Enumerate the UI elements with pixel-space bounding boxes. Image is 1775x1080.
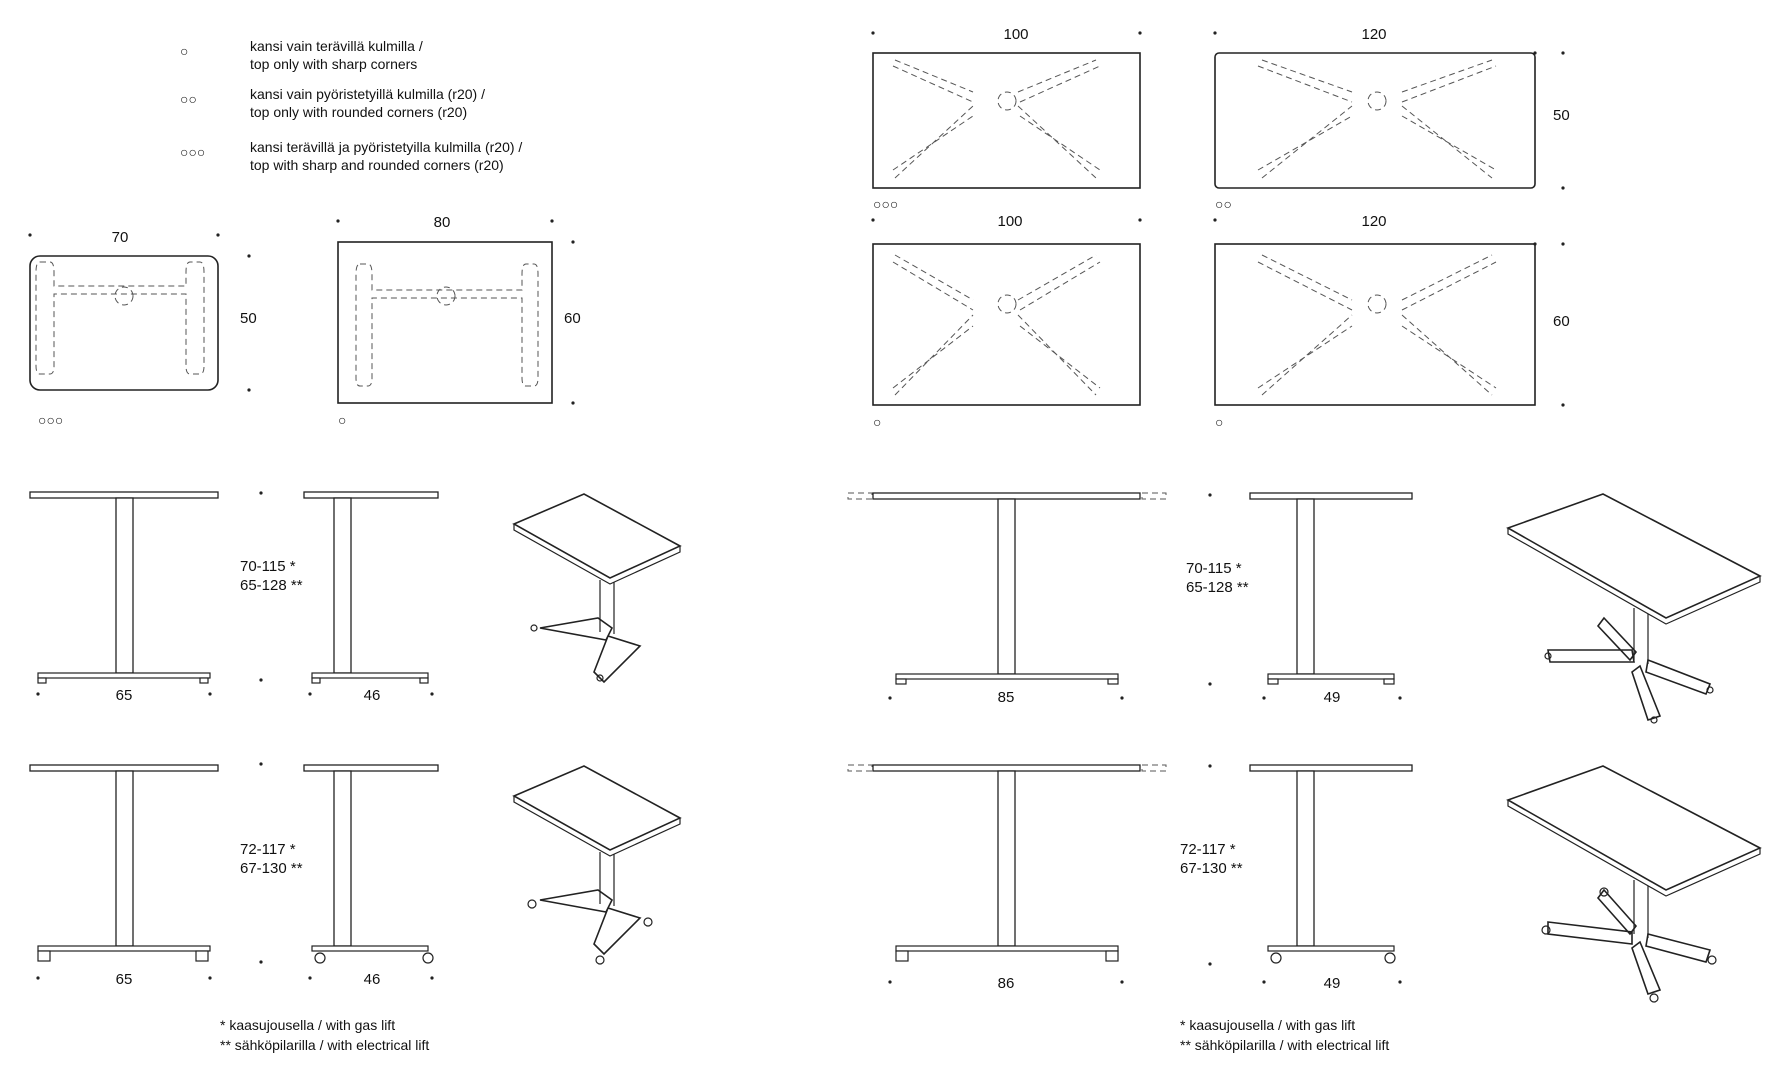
footnote-gas-right: * kaasujousella / with gas lift bbox=[1180, 1017, 1355, 1033]
legend-both-line2: top with sharp and rounded corners (r20) bbox=[250, 157, 504, 173]
legend-mark-both: ○○○ bbox=[180, 144, 205, 160]
footnote-gas-left: * kaasujousella / with gas lift bbox=[220, 1017, 395, 1033]
top-view-100x50: 100 ○○○ bbox=[871, 26, 1142, 212]
dim-front-86: 86 bbox=[998, 975, 1015, 992]
heights-gas-l-2: 65-128 ** bbox=[240, 577, 303, 594]
dim-width-120: 120 bbox=[1361, 26, 1386, 43]
tabletop-outline bbox=[337, 241, 553, 404]
tabletop-outline bbox=[1214, 52, 1536, 189]
footnote-electric-left: ** sähköpilarilla / with electrical lift bbox=[220, 1037, 429, 1053]
dim-width-80: 80 bbox=[434, 214, 451, 231]
isometric-table-small-castors bbox=[512, 765, 682, 965]
front-elevation-86-castors: 86 bbox=[847, 764, 1167, 992]
base-outline-dashed bbox=[1261, 254, 1493, 396]
legend-both-line1: kansi terävillä ja pyöristetyilla kulmil… bbox=[250, 139, 522, 155]
dim-front-85: 85 bbox=[998, 689, 1015, 706]
dim-side-46b: 46 bbox=[364, 971, 381, 988]
heights-gas-r-2: 65-128 ** bbox=[1186, 579, 1249, 596]
top-view-70x50: 70 50 ○○○ bbox=[28, 229, 257, 428]
top-view-120x50: 120 50 ○○ bbox=[1213, 26, 1570, 212]
dim-front-65b: 65 bbox=[116, 971, 133, 988]
dim-depth-60-right: 60 bbox=[1553, 313, 1570, 330]
base-outline-dashed bbox=[355, 263, 539, 387]
dim-width-120b: 120 bbox=[1361, 213, 1386, 230]
heights-gas-r-1: 70-115 * bbox=[1186, 560, 1242, 577]
dim-side-49: 49 bbox=[1324, 689, 1341, 706]
dim-width-100: 100 bbox=[1003, 26, 1028, 43]
heights-castor-l-2: 67-130 ** bbox=[240, 860, 303, 877]
heights-castor-r-1: 72-117 * bbox=[1180, 841, 1236, 858]
legend-rounded-line1: kansi vain pyöristetyillä kulmilla (r20)… bbox=[250, 86, 485, 102]
footnote-electric-right: ** sähköpilarilla / with electrical lift bbox=[1180, 1037, 1389, 1053]
dim-side-49b: 49 bbox=[1324, 975, 1341, 992]
heights-castor-l-1: 72-117 * bbox=[240, 841, 296, 858]
top-view-100x60: 100 ○ bbox=[871, 213, 1142, 430]
front-elevation-65-castors: 65 bbox=[29, 764, 219, 988]
legend-mark-rounded: ○○ bbox=[180, 91, 197, 107]
dim-width-100b: 100 bbox=[997, 213, 1022, 230]
legend-mark-sharp: ○ bbox=[180, 43, 188, 59]
legend: ○ kansi vain terävillä kulmilla / top on… bbox=[180, 38, 522, 173]
mark-t100-60: ○ bbox=[873, 414, 881, 430]
heights-gas-l-1: 70-115 * bbox=[240, 558, 296, 575]
isometric-table-small bbox=[512, 493, 682, 684]
base-outline-dashed bbox=[35, 261, 205, 375]
base-outline-dashed bbox=[894, 59, 1097, 179]
side-elevation-49-castors: 49 bbox=[1249, 764, 1413, 992]
base-outline-dashed bbox=[1261, 59, 1493, 179]
tabletop-outline bbox=[29, 255, 219, 391]
mark-t120-50: ○○ bbox=[1215, 196, 1232, 212]
side-elevation-46: 46 bbox=[303, 491, 439, 704]
dim-depth-50: 50 bbox=[240, 310, 257, 327]
dim-width-70: 70 bbox=[112, 229, 129, 246]
tabletop-outline bbox=[1214, 243, 1536, 406]
dim-depth-50-right: 50 bbox=[1553, 107, 1570, 124]
tabletop-outline bbox=[872, 52, 1141, 189]
isometric-table-large bbox=[1506, 493, 1762, 724]
base-outline-dashed bbox=[894, 254, 1097, 396]
front-elevation-65: 65 bbox=[29, 491, 219, 704]
dim-side-46: 46 bbox=[364, 687, 381, 704]
mark-t120-60: ○ bbox=[1215, 414, 1223, 430]
dim-front-65: 65 bbox=[116, 687, 133, 704]
heights-castor-r-2: 67-130 ** bbox=[1180, 860, 1243, 877]
top-view-80x60: 80 60 ○ bbox=[336, 214, 581, 428]
side-elevation-49: 49 bbox=[1249, 492, 1413, 706]
tabletop-outline bbox=[872, 243, 1141, 406]
mark-t70: ○○○ bbox=[38, 412, 63, 428]
legend-sharp-line2: top only with sharp corners bbox=[250, 56, 417, 72]
side-elevation-46-castors: 46 bbox=[303, 764, 439, 988]
legend-rounded-line2: top only with rounded corners (r20) bbox=[250, 104, 467, 120]
mark-t100-50: ○○○ bbox=[873, 196, 898, 212]
legend-sharp-line1: kansi vain terävillä kulmilla / bbox=[250, 38, 423, 54]
front-elevation-85: 85 bbox=[847, 492, 1167, 706]
mark-t80: ○ bbox=[338, 412, 346, 428]
top-view-120x60: 120 60 ○ bbox=[1213, 213, 1570, 430]
dim-depth-60: 60 bbox=[564, 310, 581, 327]
isometric-table-large-castors bbox=[1506, 765, 1762, 1003]
